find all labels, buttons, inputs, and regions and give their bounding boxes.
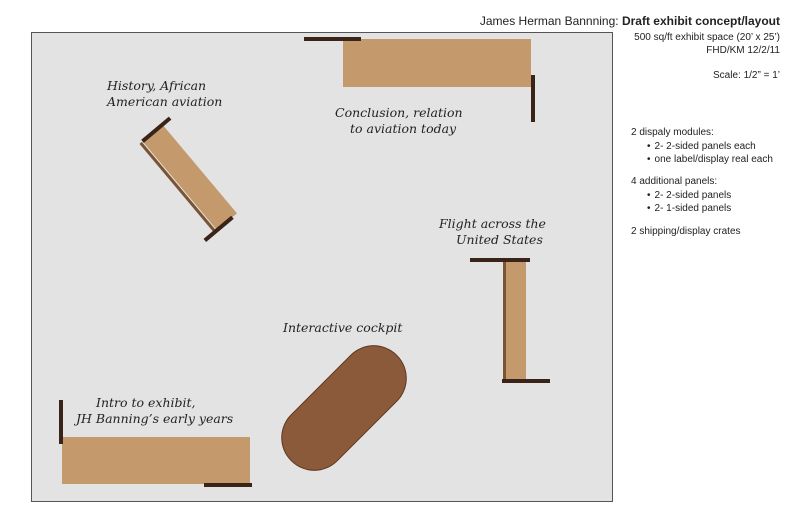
intro-panel — [62, 437, 250, 484]
intro-label-1: Intro to exhibit, — [96, 395, 196, 410]
notes-modules-item: 2- 2-sided panels each — [647, 140, 773, 153]
history-label-1: History, African — [107, 78, 207, 93]
header-space: 500 sq/ft exhibit space (20’ x 25’) — [634, 32, 780, 43]
intro-side-bar — [59, 400, 63, 444]
notes-modules-item: one label/display real each — [647, 153, 773, 166]
conclusion-label-2: to aviation today — [350, 121, 457, 136]
notes-panels-item: 2- 1-sided panels — [647, 202, 732, 215]
flight-label-1: Flight across the — [439, 216, 546, 231]
history-label-2: American aviation — [107, 94, 223, 109]
flight-label-2: United States — [456, 232, 543, 247]
header-name: James Herman Bannning: — [479, 14, 619, 28]
header-credit: FHD/KM 12/2/11 — [706, 45, 780, 56]
notes-panels: 4 additional panels: 2- 2-sided panels 2… — [631, 176, 731, 215]
flight-bottom-bar — [502, 379, 550, 383]
notes-modules-list: 2- 2-sided panels each one label/display… — [631, 140, 773, 166]
flight-panel — [506, 261, 526, 379]
conclusion-panel — [343, 39, 531, 87]
intro-bottom-bar — [204, 483, 252, 487]
notes-crates: 2 shipping/display crates — [631, 226, 741, 237]
conclusion-side-bar — [531, 75, 535, 122]
notes-panels-heading: 4 additional panels: — [631, 176, 718, 187]
cockpit-label: Interactive cockpit — [283, 320, 403, 335]
header-subtitle: Draft exhibit concept/layout — [621, 14, 780, 28]
notes-panels-item: 2- 2-sided panels — [647, 189, 732, 202]
flight-top-bar — [470, 258, 530, 262]
flight-panel-edge — [503, 261, 506, 379]
header-title: James Herman Bannning: Draft exhibit con… — [480, 14, 780, 28]
notes-panels-list: 2- 2-sided panels 2- 1-sided panels — [631, 189, 732, 215]
conclusion-label-1: Conclusion, relation — [335, 105, 463, 120]
intro-label-2: JH Banning’s early years — [76, 411, 234, 426]
notes-modules: 2 dispaly modules: 2- 2-sided panels eac… — [631, 127, 773, 166]
conclusion-top-bar — [304, 37, 361, 41]
header-scale: Scale: 1/2” = 1’ — [713, 70, 780, 81]
notes-modules-heading: 2 dispaly modules: — [631, 127, 714, 138]
